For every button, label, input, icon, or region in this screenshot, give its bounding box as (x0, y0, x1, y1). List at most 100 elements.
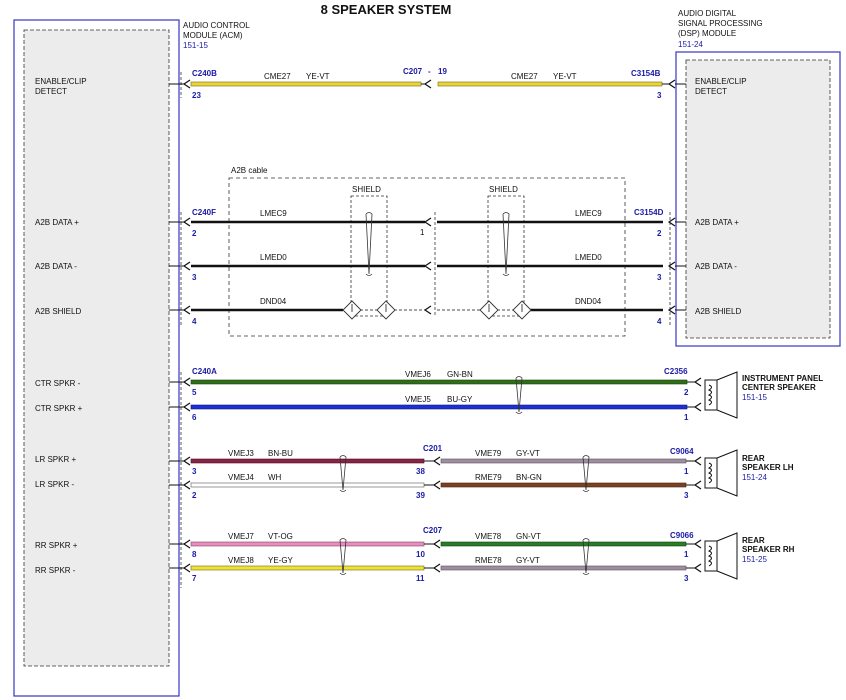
arrow-c9064-plus (693, 456, 702, 466)
speaker-rlh-label-1: REAR (742, 454, 765, 463)
pin-3-rlh: 3 (684, 491, 689, 500)
pin-23: 23 (192, 91, 201, 100)
wire-label-lmec9-right: LMEC9 (575, 209, 602, 218)
wire-label-rme79: RME79 (475, 473, 502, 482)
arrow-c9066-minus (693, 563, 702, 573)
wire-vmej8 (190, 565, 425, 571)
wire-rme78 (440, 565, 687, 571)
wire-color-yevt-left: YE-VT (306, 72, 330, 81)
wire-rme79 (440, 482, 687, 488)
acm-pin-enable-2: DETECT (35, 87, 67, 96)
wire-vme78 (440, 541, 687, 547)
wire-label-vmej8: VMEJ8 (228, 556, 254, 565)
dsp-ref: 151-24 (678, 40, 703, 49)
twist-marker-rr-right (582, 538, 590, 575)
dsp-pin-a2b-data-minus: A2B DATA - (695, 262, 737, 271)
wire-label-cme27-right: CME27 (511, 72, 538, 81)
arrow-c9066-plus (693, 539, 702, 549)
wire-vmej5 (190, 404, 688, 410)
pin-10: 10 (416, 550, 425, 559)
wire-label-vmej5: VMEJ5 (405, 395, 431, 404)
wire-color-wh: WH (268, 473, 282, 482)
pin-7: 7 (192, 574, 197, 583)
arrow-c240f-shield (182, 305, 191, 315)
acm-module-inner (23, 29, 170, 667)
acm-module-box (13, 19, 180, 697)
speaker-center-ref: 151-15 (742, 393, 767, 402)
arrow-c240a-ctr-plus (182, 402, 191, 412)
wire-label-lmec9-left: LMEC9 (260, 209, 287, 218)
pin-3-acm-a2b-minus: 3 (192, 273, 197, 282)
pin-3-dsp-a2b-minus: 3 (657, 273, 662, 282)
arrow-c207-plus (432, 539, 441, 549)
pin-8: 8 (192, 550, 197, 559)
acm-pin-a2b-data-minus: A2B DATA - (35, 262, 77, 271)
speaker-center-label-2: CENTER SPEAKER (742, 383, 816, 392)
arrow-c201-minus (432, 480, 441, 490)
wire-label-dnd04-right: DND04 (575, 297, 602, 306)
speaker-icon-rear-lh (704, 449, 738, 497)
wire-color-bugy: BU-GY (447, 395, 473, 404)
connector-c3154b: C3154B (631, 69, 661, 78)
twist-marker-right (502, 212, 510, 276)
dsp-title-1: AUDIO DIGITAL (678, 9, 737, 18)
wire-color-bngn: BN-GN (516, 473, 542, 482)
pin-2-acm-a2b-plus: 2 (192, 229, 197, 238)
wire-vmej3 (190, 458, 425, 464)
arrow-c240a-ctr-minus (182, 377, 191, 387)
acm-pin-lr-plus: LR SPKR + (35, 455, 76, 464)
acm-pin-ctr-plus: CTR SPKR + (35, 404, 83, 413)
wire-vme79 (440, 458, 687, 464)
arrow-c240f-plus (182, 217, 191, 227)
wire-label-vme78: VME78 (475, 532, 502, 541)
shield-box-right (487, 195, 525, 317)
arrow-c207-minus (432, 563, 441, 573)
pin-6: 6 (192, 413, 197, 422)
speaker-center-label-1: INSTRUMENT PANEL (742, 374, 823, 383)
arrow-lr-plus-l (182, 456, 191, 466)
twist-marker-rr-left (339, 538, 347, 575)
wire-label-vmej6: VMEJ6 (405, 370, 431, 379)
pin-1-rrh: 1 (684, 550, 689, 559)
connector-arrow-c207-a (423, 79, 432, 89)
wire-label-rme78: RME78 (475, 556, 502, 565)
dsp-module-inner (685, 59, 831, 339)
arrow-lr-minus-l (182, 480, 191, 490)
pin-5: 5 (192, 388, 197, 397)
pin-11: 11 (416, 574, 425, 583)
wire-color-vtog: VT-OG (268, 532, 293, 541)
connector-c207-a: C207 (403, 67, 423, 76)
wire-color-gnbn: GN-BN (447, 370, 473, 379)
speaker-icon-center (704, 371, 738, 419)
pin-1-rlh: 1 (684, 467, 689, 476)
dsp-title-3: (DSP) MODULE (678, 29, 736, 38)
twist-marker-lr-right (582, 455, 590, 492)
arrow-mid-minus (423, 261, 432, 271)
arrow-rr-minus-l (182, 563, 191, 573)
dsp-title-2: SIGNAL PROCESSING (678, 19, 763, 28)
shield-box-left (350, 195, 388, 317)
wire-label-lmed0-right: LMED0 (575, 253, 602, 262)
pin-19: 19 (438, 67, 447, 76)
acm-pin-ctr-minus: CTR SPKR - (35, 379, 81, 388)
connector-c9066: C9066 (670, 531, 694, 540)
connector-arrow-c240b (182, 79, 191, 89)
wire-color-yegy: YE-GY (268, 556, 294, 565)
arrow-rr-plus-l (182, 539, 191, 549)
connector-c207-b: C207 (423, 526, 443, 535)
pin-38: 38 (416, 467, 425, 476)
acm-ref: 151-15 (183, 41, 208, 50)
wire-vmej6 (190, 379, 688, 385)
connector-c3154d: C3154D (634, 208, 664, 217)
connector-c240f: C240F (192, 208, 216, 217)
wire-color-gnvt: GN-VT (516, 532, 541, 541)
arrow-c3154d-minus (667, 261, 676, 271)
wire-label-cme27-left: CME27 (264, 72, 291, 81)
acm-pin-lr-minus: LR SPKR - (35, 480, 74, 489)
wire-label-lmed0-left: LMED0 (260, 253, 287, 262)
arrow-c2356-ctr-minus (693, 377, 702, 387)
wire-color-yevt-right: YE-VT (553, 72, 577, 81)
arrow-mid-plus (423, 217, 432, 227)
pin-1-center: 1 (684, 413, 689, 422)
